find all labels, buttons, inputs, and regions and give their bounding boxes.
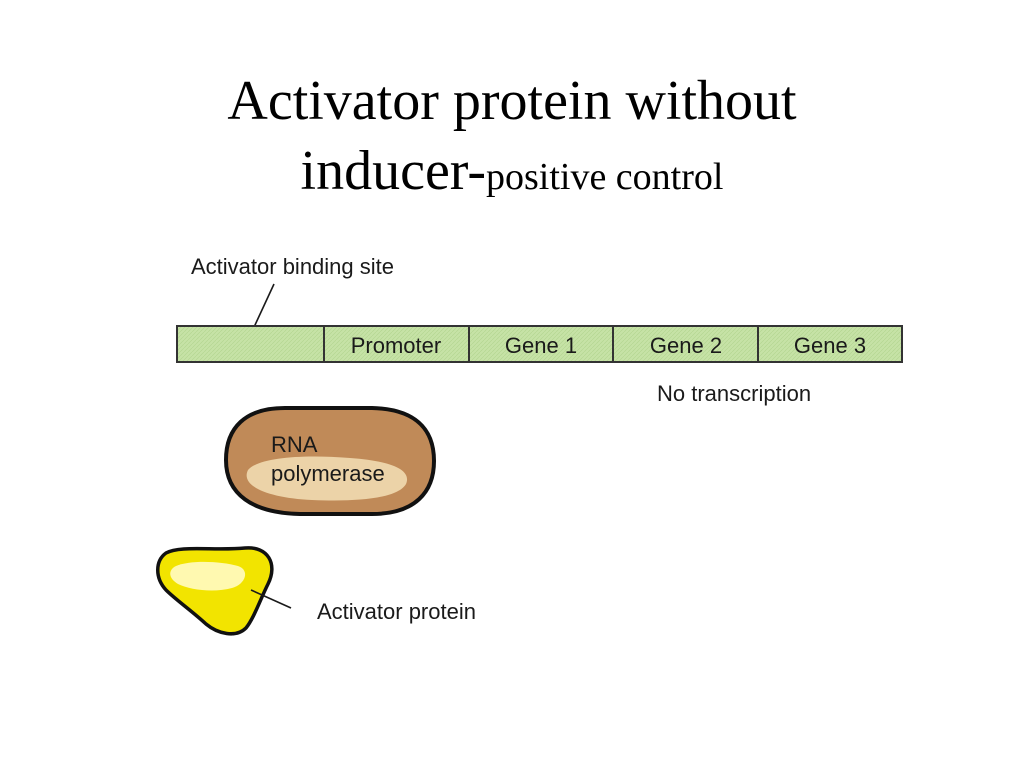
rna-polymerase-label-line-2: polymerase — [271, 461, 385, 486]
slide-title: Activator protein without inducer-positi… — [0, 66, 1024, 212]
dna-segment-gene-1 — [468, 325, 614, 363]
dna-label-gene-1: Gene 1 — [505, 333, 577, 358]
activator-protein-highlight — [170, 561, 246, 591]
dna-strip: Promoter Gene 1 Gene 2 Gene 3 — [176, 325, 903, 363]
no-transcription-label: No transcription — [657, 381, 811, 406]
title-line-1: Activator protein without — [227, 70, 797, 132]
activator-binding-site-label: Activator binding site — [191, 254, 394, 279]
dna-segment-gene-2 — [612, 325, 759, 363]
title-line-2-small: positive control — [485, 156, 724, 198]
dna-label-gene-2: Gene 2 — [650, 333, 722, 358]
dna-segment-gene-3 — [757, 325, 903, 363]
rna-polymerase-highlight — [246, 456, 408, 501]
activator-protein-leader-line — [250, 589, 292, 609]
dna-segment-binding-site — [176, 325, 325, 363]
activator-protein-label: Activator protein — [317, 599, 476, 624]
rna-polymerase-label-line-1: RNA — [271, 432, 318, 457]
dna-label-gene-3: Gene 3 — [794, 333, 866, 358]
activator-protein-shape — [156, 546, 274, 636]
rna-polymerase-shape: RNA polymerase — [223, 406, 437, 516]
title-line-2-main: inducer- — [300, 140, 486, 202]
dna-label-promoter: Promoter — [351, 333, 441, 358]
